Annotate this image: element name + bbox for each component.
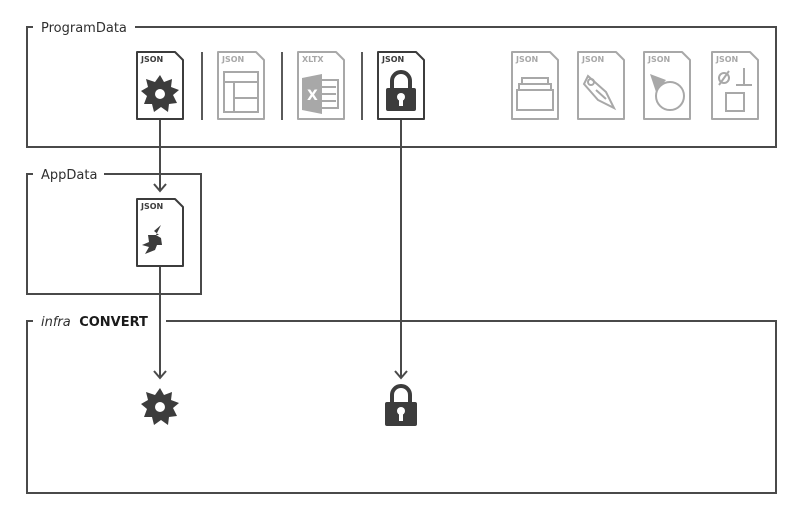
- file-json-symbol: JSON: [711, 51, 759, 120]
- infra-convert-group: infra CONVERT: [26, 313, 777, 494]
- tag-icon: [582, 74, 617, 111]
- file-tag: JSON: [647, 55, 670, 64]
- file-tag: JSON: [715, 55, 738, 64]
- output-lock-icon: [385, 384, 417, 426]
- arrow-appdata-to-convert: [153, 267, 167, 380]
- file-json-partial-gear: JSON: [136, 198, 184, 267]
- appdata-label: AppData: [41, 168, 97, 183]
- file-json-pacman: JSON: [643, 51, 691, 120]
- excel-icon: X: [302, 74, 339, 114]
- file-json-lock: JSON: [377, 51, 425, 120]
- file-json-layout: JSON: [217, 51, 265, 120]
- infra-convert-label: infra CONVERT: [41, 313, 148, 330]
- arrow-lock-to-convert: [394, 120, 408, 380]
- lock-icon: [386, 70, 416, 111]
- appdata-group: AppData: [26, 168, 202, 295]
- pacman-icon: [650, 74, 685, 111]
- symbol-icon: [718, 68, 752, 112]
- infra-label: infra: [41, 315, 71, 330]
- file-xltx-excel: XLTX X: [297, 51, 345, 120]
- convert-label: CONVERT: [79, 315, 148, 330]
- file-json-tray: JSON: [511, 51, 559, 120]
- file-tag: JSON: [515, 55, 538, 64]
- file-tag: JSON: [140, 202, 163, 211]
- file-json-gear: JSON: [136, 51, 184, 120]
- output-gear-icon: [141, 388, 179, 425]
- file-tag: JSON: [140, 55, 163, 64]
- programdata-label: ProgramData: [41, 21, 127, 36]
- partial-gear-icon: [142, 225, 162, 254]
- tray-icon: [516, 77, 554, 111]
- file-json-tag: JSON: [577, 51, 625, 120]
- gear-icon: [141, 75, 179, 112]
- file-tag: JSON: [221, 55, 244, 64]
- file-tag: XLTX: [302, 55, 324, 64]
- file-tag: JSON: [581, 55, 604, 64]
- svg-text:X: X: [307, 88, 318, 104]
- layout-icon: [223, 71, 259, 113]
- arrow-gear-to-appdata: [153, 120, 167, 193]
- file-tag: JSON: [381, 55, 404, 64]
